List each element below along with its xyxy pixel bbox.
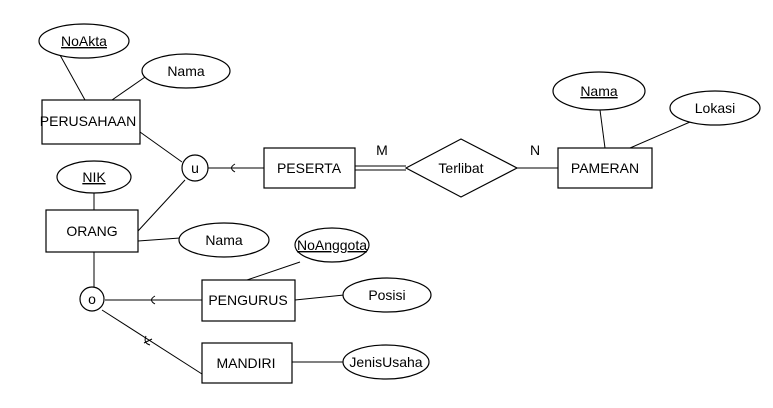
key-attribute-label: NIK	[82, 169, 106, 185]
attribute-jenisusaha: JenisUsaha	[342, 344, 430, 380]
entity-pengurus: PENGURUS	[201, 279, 296, 322]
orang-to-nama	[137, 237, 181, 242]
attribute-label: Nama	[167, 63, 205, 79]
attribute-pameran-nama: Nama	[552, 71, 646, 111]
attribute-label: JenisUsaha	[349, 354, 422, 370]
overlap-symbol: o	[88, 291, 96, 307]
entity-peserta: PESERTA	[263, 147, 356, 189]
perusahaan-to-union	[139, 131, 183, 163]
entity-orang: ORANG	[45, 209, 139, 253]
overlap-circle: o	[79, 286, 105, 312]
union-symbol: u	[191, 160, 199, 176]
entity-perusahaan: PERUSAHAAN	[40, 99, 141, 145]
key-attribute-label: NoAkta	[61, 33, 107, 49]
subset-symbol-peserta	[227, 163, 236, 173]
entity-mandiri: MANDIRI	[201, 342, 293, 384]
key-attribute-label: Nama	[580, 83, 618, 99]
attribute-nik: NIK	[56, 160, 132, 194]
entity-label: ORANG	[66, 223, 117, 239]
entity-label: PAMERAN	[571, 160, 639, 176]
lokasi-to-pameran	[629, 121, 691, 149]
attribute-orang-nama: Nama	[178, 222, 270, 258]
attribute-lokasi: Lokasi	[669, 90, 761, 126]
overlap-to-mandiri	[101, 309, 203, 375]
attribute-label: Lokasi	[695, 100, 735, 116]
relationship-label: Terlibat	[438, 160, 483, 176]
entity-label: PERUSAHAAN	[40, 113, 136, 129]
noakta-to-perusahaan	[59, 54, 86, 101]
entity-label: MANDIRI	[216, 355, 275, 371]
cardinality-n: N	[530, 142, 540, 158]
subset-symbol-pengurus	[146, 295, 156, 305]
nama-to-perusahaan	[111, 74, 149, 101]
relationship-terlibat: Terlibat	[404, 138, 519, 198]
entity-label: PESERTA	[277, 160, 342, 176]
union-circle: u	[181, 154, 209, 182]
attribute-posisi: Posisi	[342, 277, 432, 313]
attribute-label: Nama	[205, 232, 243, 248]
noanggota-to-pengurus	[246, 261, 301, 281]
cardinality-m: M	[376, 142, 388, 158]
subset-symbol-mandiri	[143, 335, 153, 346]
pengurus-to-posisi	[294, 294, 345, 301]
entity-pameran: PAMERAN	[557, 147, 653, 189]
attribute-noakta: NoAkta	[38, 23, 130, 59]
attribute-perusahaan-nama: Nama	[141, 53, 231, 89]
attribute-label: Posisi	[368, 287, 405, 303]
key-attribute-label: NoAnggota	[297, 237, 367, 253]
subset-symbols	[143, 163, 236, 346]
nama-to-pameran	[599, 109, 606, 149]
attribute-noanggota: NoAnggota	[294, 227, 370, 263]
orang-to-union	[137, 179, 186, 232]
entity-label: PENGURUS	[208, 292, 287, 308]
